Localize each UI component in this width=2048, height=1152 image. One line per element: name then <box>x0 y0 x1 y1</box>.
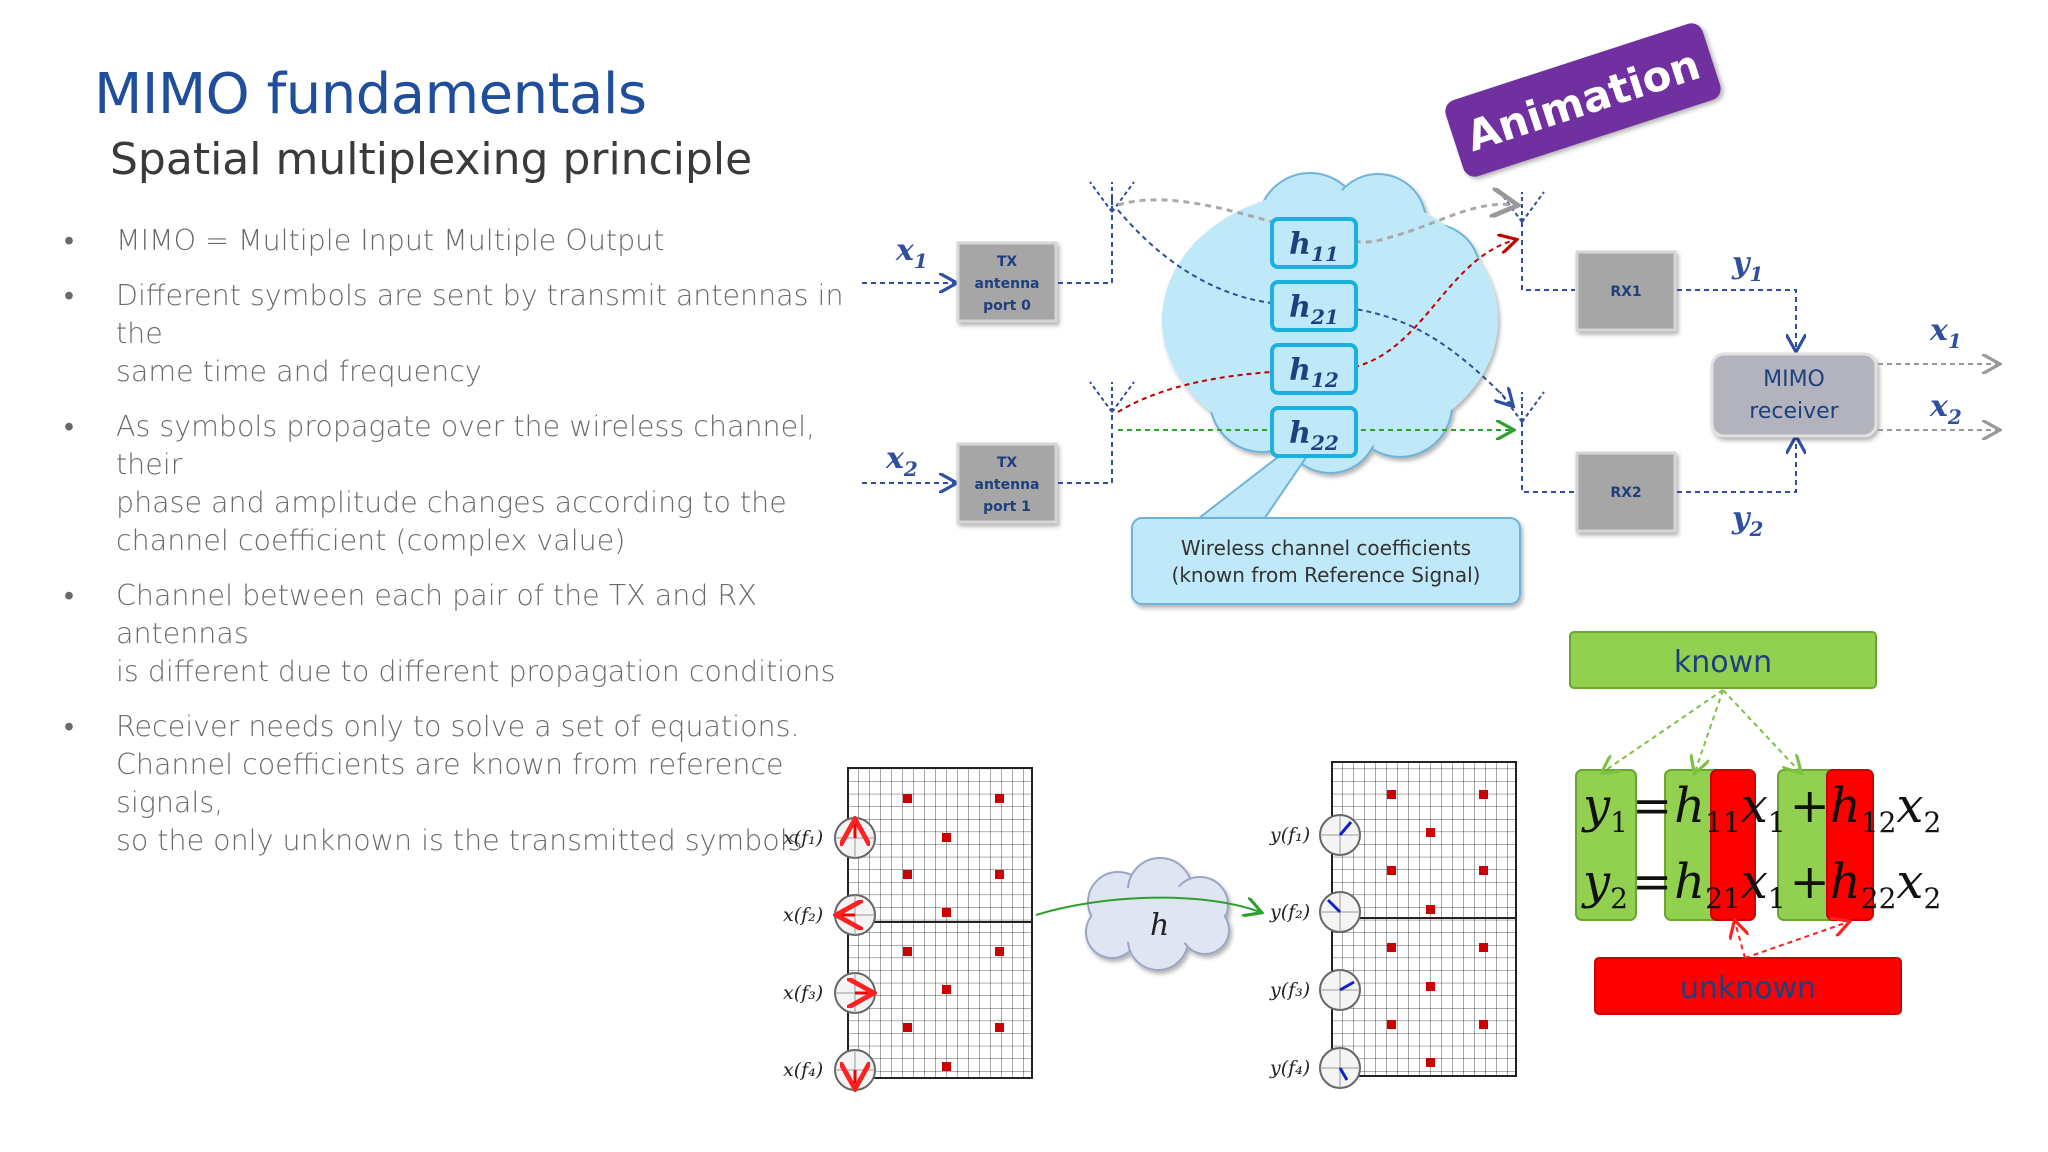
tx-port1-label: port 1 <box>983 499 1031 515</box>
tx-input-x1: x1 <box>895 233 928 273</box>
bullet-dot: • <box>64 224 74 257</box>
bullet-line: so the only unknown is the transmitted s… <box>116 824 803 857</box>
coef-h11: h11 <box>1270 217 1358 269</box>
mimo-receiver-box <box>1710 352 1878 438</box>
callout-box <box>1131 517 1521 605</box>
rx1-label: RX1 <box>1610 284 1641 300</box>
path-h11 <box>1117 200 1515 244</box>
rs-marks <box>903 794 1004 1071</box>
svg-text:h22: h22 <box>1289 416 1339 455</box>
bullet-dot: • <box>64 710 74 743</box>
tx-symbol-f2 <box>835 894 876 936</box>
tx-antenna-1 <box>1089 381 1135 413</box>
equation-row-2: y2=h21x1+h22x2 <box>1581 854 1941 915</box>
tx-port1-label: TX <box>997 455 1018 471</box>
rx-freq-label: y(f₂) <box>1269 901 1310 923</box>
tx-symbol-f3 <box>834 972 875 1014</box>
coef-h21: h21 <box>1270 280 1358 332</box>
coef-h12: h12 <box>1270 343 1358 395</box>
tx-freq-label: x(f₁) <box>783 827 823 849</box>
svg-text:h21: h21 <box>1289 290 1339 329</box>
rx1-box <box>1575 250 1677 332</box>
tx-freq-label: x(f₄) <box>783 1059 823 1081</box>
rx2-label: RX2 <box>1610 485 1641 501</box>
known-label: known <box>1674 645 1772 680</box>
tx-port0-box <box>956 241 1058 323</box>
rx-freq-label: y(f₁) <box>1269 824 1310 846</box>
path-h21 <box>1117 209 1512 405</box>
callout-line: Wireless channel coefficients <box>1181 536 1471 560</box>
bullet-item: • Receiver needs only to solve a set of e… <box>62 708 852 860</box>
bullet-line: MIMO = Multiple Input Multiple Output <box>116 224 665 257</box>
bullet-line: channel coefficient (complex value) <box>116 524 626 557</box>
bullet-item: • As symbols propagate over the wireless … <box>62 408 852 560</box>
rx-symbol-f4 <box>1319 1047 1361 1089</box>
coef-h22: h22 <box>1270 406 1358 458</box>
bullet-item: • Channel between each pair of the TX and… <box>62 577 852 691</box>
rx-output-y2: y2 <box>1731 501 1763 541</box>
rx2-box <box>1575 451 1677 533</box>
unknown-label: unknown <box>1680 971 1816 1006</box>
bullet-line: Channel between each pair of the TX and … <box>116 579 757 650</box>
tx-input-x2: x2 <box>885 441 918 481</box>
bullet-line: is different due to different propagatio… <box>116 655 836 688</box>
tx-port1-label: antenna <box>975 477 1040 493</box>
rx-freq-label: y(f₄) <box>1269 1057 1310 1079</box>
rx-antenna-2 <box>1499 391 1545 423</box>
rx-antenna-1 <box>1499 191 1545 223</box>
rx-symbol-f1 <box>1319 814 1361 856</box>
tx-port0-label: port 0 <box>983 298 1031 314</box>
rx-symbol-f2 <box>1319 891 1361 933</box>
bullet-dot: • <box>64 279 74 312</box>
rx-freq-label: y(f₃) <box>1269 979 1310 1001</box>
channel-cloud-small <box>1085 857 1230 971</box>
equation-row-1: y1=h11x1+h12x2 <box>1581 778 1941 839</box>
tx-symbol-f4 <box>834 1049 876 1090</box>
slide-subtitle: Spatial multiplexing principle <box>110 134 753 185</box>
tx-symbol-f1 <box>834 818 876 859</box>
svg-text:h12: h12 <box>1289 353 1339 392</box>
tx-antenna-0 <box>1089 181 1135 213</box>
bullet-item: • Different symbols are sent by transmit … <box>62 277 852 391</box>
bullet-dot: • <box>64 410 74 443</box>
slide-title: MIMO fundamentals <box>94 62 647 127</box>
bullet-line: Receiver needs only to solve a set of eq… <box>116 710 800 743</box>
callout-line: (known from Reference Signal) <box>1172 563 1481 587</box>
mimo-receiver-label: receiver <box>1749 399 1839 424</box>
rs-marks <box>1387 790 1488 1067</box>
tx-port0-label: TX <box>997 254 1018 270</box>
bullet-line: Different symbols are sent by transmit a… <box>116 279 844 350</box>
bullet-line: Channel coefficients are known from refe… <box>116 748 784 819</box>
bullet-list: • MIMO = Multiple Input Multiple Output •… <box>62 222 852 877</box>
bullet-line: phase and amplitude changes according to… <box>116 486 787 519</box>
channel-arrow <box>1035 896 1260 915</box>
tx-freq-label: x(f₂) <box>783 904 823 926</box>
bullet-dot: • <box>64 579 74 612</box>
receiver-output-x2: x2 <box>1929 389 1962 429</box>
bullet-item: • MIMO = Multiple Input Multiple Output <box>62 222 852 260</box>
tx-port1-box <box>956 442 1058 524</box>
svg-text:h11: h11 <box>1289 227 1339 266</box>
tx-freq-label: x(f₃) <box>783 982 823 1004</box>
rx-resource-grid <box>1331 761 1517 1077</box>
tx-resource-grid <box>847 767 1033 1079</box>
known-label-box <box>1569 631 1877 689</box>
bullet-line: As symbols propagate over the wireless c… <box>116 410 816 481</box>
tx-port0-label: antenna <box>975 276 1040 292</box>
channel-h-label: h <box>1150 908 1169 943</box>
receiver-output-x1: x1 <box>1929 313 1962 353</box>
bullet-line: same time and frequency <box>116 355 482 388</box>
rx-output-y1: y1 <box>1731 246 1763 286</box>
rx-symbol-f3 <box>1319 969 1361 1011</box>
mimo-receiver-label: MIMO <box>1763 367 1825 392</box>
